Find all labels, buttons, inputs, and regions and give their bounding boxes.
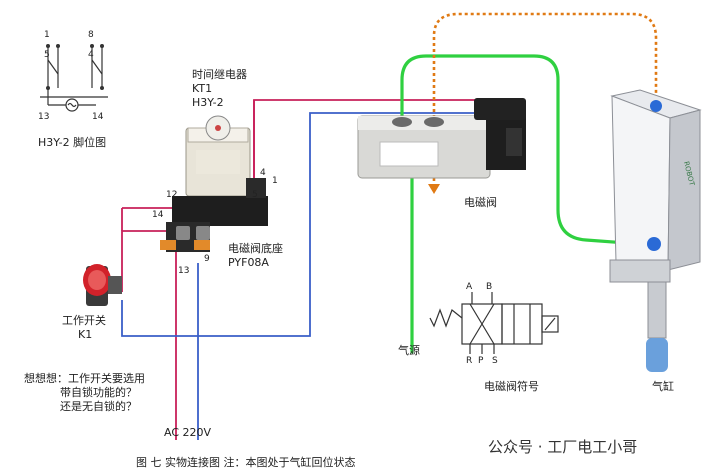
pin-13: 13 — [38, 112, 50, 122]
watermark: 公众号 · 工厂电工小哥 — [488, 438, 638, 456]
cylinder-drawing: ROBOT — [609, 89, 702, 372]
relay-pin-4: 4 — [260, 168, 266, 178]
valve-drawing — [357, 98, 526, 179]
air-source-title: 气源 — [398, 344, 420, 357]
relay-pin-12: 12 — [166, 190, 178, 200]
pin-diagram-label: H3Y-2 脚位图 — [38, 136, 107, 149]
relay-code: KT1 — [192, 82, 213, 95]
figure-caption: 图 七 实物连接图 注：本图处于气缸回位状态 — [136, 456, 356, 469]
power-label: AC 220V — [164, 426, 212, 439]
exhaust-arrow-icon — [428, 184, 440, 194]
green-hoses — [400, 54, 642, 354]
switch-title: 工作开关 — [62, 314, 106, 327]
pin-5: 5 — [44, 50, 50, 60]
base-title: 电磁阀底座 — [228, 242, 283, 255]
pin-14: 14 — [92, 112, 104, 122]
port-a: A — [466, 282, 473, 292]
relay-pin-9: 9 — [204, 254, 210, 264]
pin-1: 1 — [44, 30, 50, 40]
pin-diagram-drawing — [40, 46, 108, 112]
base-model: PYF08A — [228, 256, 269, 269]
question-line-3: 还是无自锁的？ — [60, 400, 137, 413]
relay-model: H3Y-2 — [192, 96, 224, 109]
pin-8: 8 — [88, 30, 94, 40]
question-line-2: 带自锁功能的？ — [60, 386, 137, 399]
switch-drawing — [83, 264, 122, 306]
switch-code: K1 — [78, 328, 93, 341]
relay-pin-13: 13 — [178, 266, 190, 276]
relay-pin-1: 1 — [272, 176, 278, 186]
relay-pin-5: 5 — [252, 190, 258, 200]
port-s: S — [492, 356, 498, 366]
time-relay-drawing — [160, 115, 268, 252]
relay-pin-14: 14 — [152, 210, 164, 220]
port-r: R — [466, 356, 473, 366]
valve-title: 电磁阀 — [464, 196, 497, 209]
symbol-title: 电磁阀符号 — [484, 380, 539, 393]
valve-symbol-drawing — [429, 292, 559, 354]
relay-title: 时间继电器 — [192, 68, 247, 81]
port-p: P — [478, 356, 484, 366]
cylinder-title: 气缸 — [652, 380, 674, 393]
port-b: B — [486, 282, 493, 292]
question-line-1: 想想想：工作开关要选用 — [24, 372, 145, 385]
pin-4: 4 — [88, 50, 94, 60]
